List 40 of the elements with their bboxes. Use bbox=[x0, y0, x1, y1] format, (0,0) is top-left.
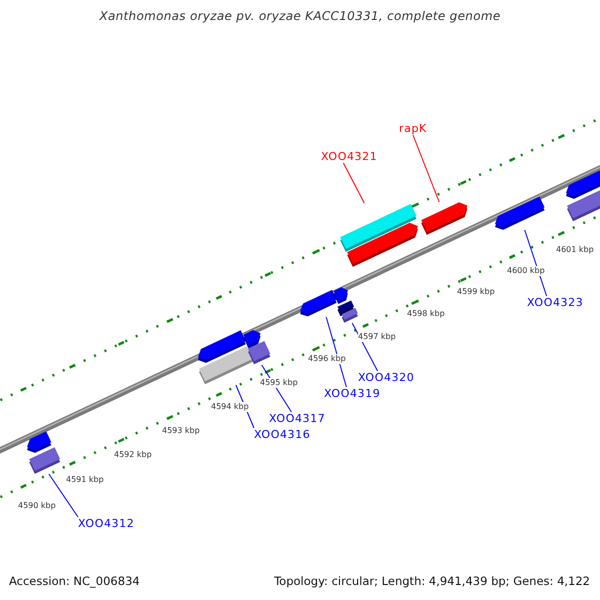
leader-line bbox=[352, 322, 378, 372]
gene-feature bbox=[567, 188, 600, 222]
gene-label: XOO4312 bbox=[78, 517, 134, 530]
tick-label: 4601 kbp bbox=[556, 245, 594, 255]
gene-label: rapK bbox=[399, 122, 427, 135]
tick-label: 4590 kbp bbox=[18, 501, 56, 511]
tick-label: 4595 kbp bbox=[260, 378, 298, 388]
genome-summary: Topology: circular; Length: 4,941,439 bp; Genes: 4,122 bbox=[274, 574, 590, 588]
accession-text: Accession: NC_006834 bbox=[9, 574, 140, 588]
tick-label: 4593 kbp bbox=[162, 426, 200, 436]
gene-feature bbox=[248, 341, 271, 365]
tick-label: 4596 kbp bbox=[308, 354, 346, 364]
gene-feature bbox=[300, 289, 337, 317]
gene-feature bbox=[421, 202, 468, 235]
tick-label: 4594 kbp bbox=[211, 402, 249, 412]
gene-feature bbox=[199, 345, 255, 385]
gene-label: XOO4320 bbox=[358, 371, 414, 384]
tick-label: 4591 kbp bbox=[66, 475, 104, 485]
tick-label: 4600 kbp bbox=[507, 266, 545, 276]
tick-label: 4597 kbp bbox=[358, 332, 396, 342]
gene-label: XOO4323 bbox=[527, 296, 584, 309]
leader-line bbox=[412, 134, 440, 202]
leader-line bbox=[48, 474, 78, 518]
leader-line bbox=[524, 230, 548, 296]
tick-label: 4599 kbp bbox=[457, 287, 495, 297]
gene-feature bbox=[495, 196, 545, 230]
leader-line bbox=[342, 162, 365, 204]
gene-label: XOO4316 bbox=[254, 428, 310, 441]
tick-label: 4598 kbp bbox=[407, 309, 445, 319]
title: Xanthomonas oryzae pv. oryzae KACC10331, complete genome bbox=[98, 9, 502, 23]
gene-feature bbox=[27, 431, 52, 453]
gene-label: XOO4317 bbox=[269, 412, 326, 425]
gene-label: XOO4319 bbox=[324, 387, 380, 400]
gene-label: XOO4321 bbox=[321, 150, 378, 163]
gene-feature bbox=[29, 447, 61, 474]
gene-feature bbox=[341, 307, 358, 323]
gene-feature bbox=[333, 287, 348, 304]
tick-label: 4592 kbp bbox=[114, 450, 152, 460]
leader-line bbox=[326, 316, 347, 388]
gene-feature bbox=[347, 222, 418, 267]
